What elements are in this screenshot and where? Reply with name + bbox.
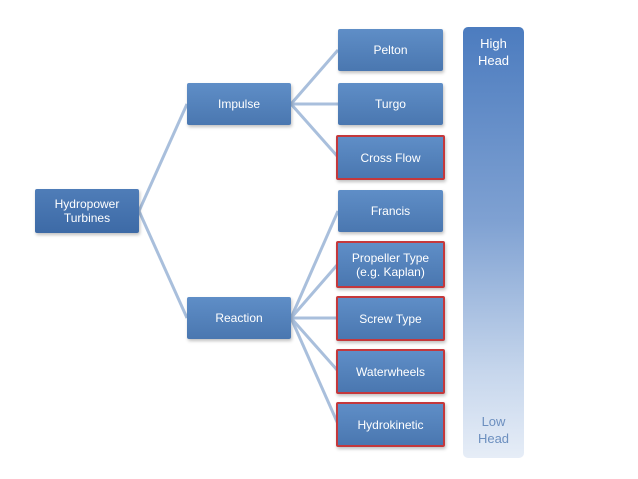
- category-label-reaction: Reaction: [215, 311, 263, 325]
- turbine-node-screw-type: Screw Type: [336, 296, 445, 341]
- turbine-label-line2: (e.g. Kaplan): [356, 264, 425, 279]
- turbine-node-francis: Francis: [338, 190, 443, 232]
- turbine-node-waterwheels: Waterwheels: [336, 349, 445, 394]
- category-label-impulse: Impulse: [217, 97, 261, 111]
- low-head-label: Low Head: [463, 413, 524, 447]
- head-scale-bar: [463, 27, 524, 458]
- connector-reaction-hydrokinetic: [289, 317, 340, 425]
- connector-root-reaction: [137, 210, 189, 319]
- connector-reaction-francis: [289, 210, 340, 319]
- connector-root-impulse: [137, 103, 189, 212]
- turbine-label: Turgo: [375, 97, 406, 111]
- low-head-line2: Head: [477, 431, 510, 446]
- turbine-label: Cross Flow: [360, 150, 421, 165]
- high-head-line2: Head: [477, 53, 510, 68]
- turbine-label: Hydrokinetic: [357, 417, 424, 432]
- root-label-line2: Turbines: [63, 211, 111, 225]
- turbine-node-propeller-type: Propeller Type (e.g. Kaplan): [336, 241, 445, 288]
- turbine-label: Waterwheels: [356, 364, 425, 379]
- low-head-line1: Low: [481, 414, 506, 429]
- category-node-impulse: Impulse: [187, 83, 291, 125]
- turbine-label: Francis: [370, 204, 411, 218]
- turbine-label: Screw Type: [359, 311, 422, 326]
- turbine-node-pelton: Pelton: [338, 29, 443, 71]
- turbine-node-hydrokinetic: Hydrokinetic: [336, 402, 445, 447]
- connector-impulse-crossflow: [289, 103, 340, 158]
- connector-impulse-pelton: [289, 49, 340, 105]
- connector-reaction-waterwheels: [289, 317, 340, 372]
- root-node-hydropower-turbines: Hydropower Turbines: [35, 189, 139, 233]
- connector-reaction-propeller: [289, 263, 340, 319]
- turbine-label-line1: Propeller Type: [351, 250, 430, 265]
- turbine-node-cross-flow: Cross Flow: [336, 135, 445, 180]
- turbine-node-turgo: Turgo: [338, 83, 443, 125]
- turbine-label: Pelton: [373, 43, 408, 57]
- category-node-reaction: Reaction: [187, 297, 291, 339]
- high-head-label: High Head: [463, 35, 524, 69]
- high-head-line1: High: [480, 36, 507, 51]
- root-label-line1: Hydropower: [54, 197, 120, 211]
